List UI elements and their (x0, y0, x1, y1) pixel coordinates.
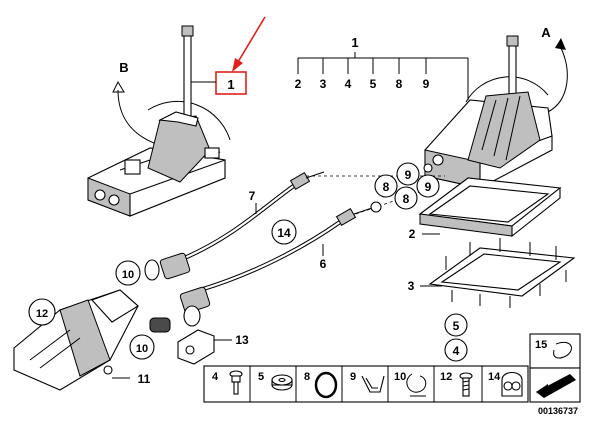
callout-13: 13 (235, 333, 249, 347)
legend-label: 8 (304, 371, 310, 383)
cable-holder-icon (501, 371, 523, 397)
clip-icon (361, 375, 385, 393)
cable-7: 7 (172, 171, 325, 265)
cable-6: 6 (197, 201, 382, 293)
bolt-icon (229, 370, 243, 395)
legend-label: 9 (350, 371, 356, 383)
part-12-bracket: 11 (13, 289, 151, 391)
circled-10-top: 10 (122, 269, 134, 281)
legend-right: 15 00136737 (529, 333, 581, 416)
view-label-b: B (119, 60, 128, 75)
spring-clip-icon (406, 373, 427, 397)
part-2-plate: 2 (409, 177, 562, 241)
callout-3: 3 (408, 279, 415, 293)
group-sub-label: 4 (345, 77, 352, 91)
nut-icon (271, 374, 293, 391)
circled-9-bottom: 9 (425, 180, 432, 194)
legend-label: 5 (258, 371, 264, 383)
group-sub-label: 2 (295, 77, 302, 91)
circled-8-bottom: 8 (403, 192, 410, 206)
highlight-box (215, 71, 247, 95)
circled-12: 12 (36, 308, 48, 320)
circled-10-bottom: 10 (136, 343, 148, 355)
callout-6: 6 (320, 257, 327, 271)
red-arrow (232, 16, 266, 72)
legend-label: 14 (488, 371, 501, 383)
cable-ends (144, 252, 211, 333)
circled-callouts-8-9: 9 8 9 8 (374, 162, 440, 210)
part-3-seal: 3 (408, 238, 576, 308)
callout-2: 2 (409, 227, 416, 241)
drawing-number: 00136737 (538, 406, 578, 416)
circled-4: 4 (453, 344, 460, 358)
o-ring-icon (314, 371, 338, 399)
reference-arrow-icon (536, 374, 576, 398)
bracket-clip-icon (553, 342, 572, 359)
circled-9-top: 9 (405, 168, 412, 182)
view-label-a: A (541, 25, 551, 40)
legend-strip: 4 5 8 9 10 12 14 (203, 365, 529, 403)
callout-1-highlight: 1 (227, 77, 234, 92)
legend-label-15: 15 (535, 339, 547, 351)
legend-label: 10 (394, 371, 406, 383)
group-sub-label: 3 (320, 77, 327, 91)
detail-view-a: A (423, 25, 568, 189)
legend-label: 4 (212, 371, 219, 383)
circled-5: 5 (453, 319, 460, 333)
circled-8-top: 8 (383, 180, 390, 194)
legend-label: 12 (440, 371, 452, 383)
group-sub-label: 9 (423, 77, 430, 91)
detail-view-b: B (87, 25, 231, 217)
group-sub-label: 5 (370, 77, 377, 91)
callout-7: 7 (249, 189, 256, 203)
group-1-label: 1 (351, 35, 358, 50)
part-13-bracket: 13 (177, 329, 249, 365)
group-1-bracket: 1 2 3 4 5 8 9 (295, 35, 469, 100)
group-sub-label: 8 (396, 77, 403, 91)
callout-11: 11 (138, 372, 151, 386)
screw-icon (459, 372, 473, 397)
circled-14: 14 (277, 226, 291, 240)
